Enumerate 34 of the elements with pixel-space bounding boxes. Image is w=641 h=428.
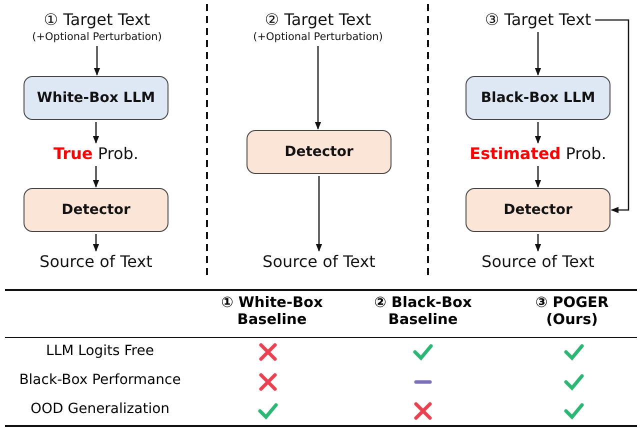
arrow <box>314 46 322 130</box>
model-box: Black-Box LLM <box>466 76 610 120</box>
text-label: ① Target Text <box>42 10 152 30</box>
model-box: White-Box LLM <box>24 76 168 120</box>
note-text: (+Optional Perturbation) <box>32 30 162 44</box>
arrow <box>595 19 630 214</box>
arrow <box>94 46 100 76</box>
text-label: Prob. <box>566 144 606 163</box>
text-label: Prob. <box>98 144 138 163</box>
text-label: Source of Text <box>482 252 594 272</box>
text-label: ② Target Text <box>264 10 372 30</box>
arrow <box>92 122 100 144</box>
highlighted-word: Estimated <box>470 144 561 163</box>
detector-box: Detector <box>24 188 168 232</box>
arrow <box>534 32 542 76</box>
text-label: Source of Text <box>262 252 376 272</box>
row-label: Black-Box Performance <box>19 372 181 388</box>
detector-box: Detector <box>246 130 392 174</box>
arrow <box>92 166 100 188</box>
text-label: Source of Text <box>40 252 152 272</box>
detector-box: Detector <box>466 188 610 232</box>
arrow <box>316 176 322 252</box>
arrow <box>534 234 542 252</box>
text-label: ③ Target Text <box>484 10 592 30</box>
arrow <box>534 166 542 188</box>
note-text: (+Optional Perturbation) <box>253 30 383 44</box>
column-header: ③ POGER (Ours) <box>534 295 610 329</box>
row-label: LLM Logits Free <box>46 343 154 359</box>
row-label: OOD Generalization <box>30 401 170 417</box>
column-header: ① White-Box Baseline <box>220 295 324 329</box>
arrow <box>534 122 542 144</box>
column-header: ② Black-Box Baseline <box>373 295 473 329</box>
highlighted-word: True <box>54 144 93 163</box>
arrow <box>92 234 100 252</box>
